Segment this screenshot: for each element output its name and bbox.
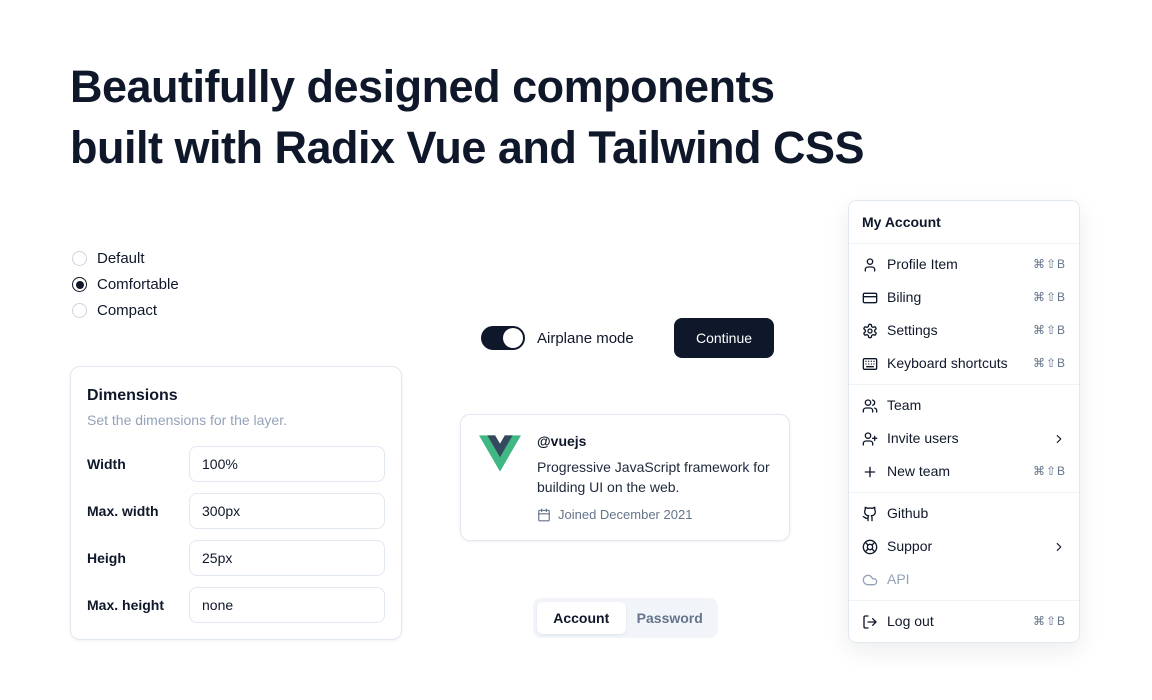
life-buoy-icon <box>862 539 878 555</box>
menu-item-label: New team <box>887 463 951 479</box>
radio-circle-icon <box>72 303 87 318</box>
tab-password[interactable]: Password <box>626 602 715 634</box>
joined-text: Joined December 2021 <box>558 507 693 522</box>
menu-item-settings[interactable]: Settings ⌘⇧B <box>853 314 1075 347</box>
menu-item-label: Github <box>887 505 929 521</box>
menu-separator <box>849 600 1079 601</box>
menu-item-shortcut: ⌘⇧B <box>1032 257 1066 271</box>
menu-item-support[interactable]: Suppor <box>853 530 1075 563</box>
menu-item-shortcut: ⌘⇧B <box>1032 356 1066 370</box>
calendar-icon <box>538 508 550 521</box>
radio-circle-icon <box>72 277 87 292</box>
tabs-list: Account Password <box>533 598 718 638</box>
menu-separator <box>849 384 1079 385</box>
tab-account[interactable]: Account <box>537 602 626 634</box>
airplane-mode-switch[interactable] <box>481 326 525 350</box>
menu-item-keyboard-shortcuts[interactable]: Keyboard shortcuts ⌘⇧B <box>853 347 1075 380</box>
menu-item-label: Invite users <box>887 430 959 446</box>
radio-option-comfortable[interactable]: Comfortable <box>72 276 179 293</box>
menu-item-billing[interactable]: Biling ⌘⇧B <box>853 281 1075 314</box>
vuejs-hover-card: @vuejs Progressive JavaScript framework … <box>460 414 790 541</box>
menu-item-shortcut: ⌘⇧B <box>1032 464 1066 478</box>
switch-knob <box>503 328 523 348</box>
dimension-row-height: Heigh <box>87 540 385 576</box>
menu-item-invite-users[interactable]: Invite users <box>853 422 1075 455</box>
dimension-row-max-height: Max. height <box>87 587 385 623</box>
menu-item-shortcut: ⌘⇧B <box>1032 614 1066 628</box>
radio-circle-icon <box>72 251 87 266</box>
menu-separator <box>849 492 1079 493</box>
dimension-row-width: Width <box>87 446 385 482</box>
menu-item-label: API <box>887 571 910 587</box>
dimension-row-max-width: Max. width <box>87 493 385 529</box>
page-title-line1: Beautifully designed components <box>70 61 775 112</box>
cloud-icon <box>862 572 878 588</box>
menu-item-new-team[interactable]: New team ⌘⇧B <box>853 455 1075 488</box>
chevron-right-icon <box>1052 432 1066 446</box>
field-label: Max. width <box>87 503 159 519</box>
credit-card-icon <box>862 290 878 306</box>
field-label: Heigh <box>87 550 126 566</box>
users-icon <box>862 398 878 414</box>
radio-option-default[interactable]: Default <box>72 250 179 267</box>
dimensions-subtitle: Set the dimensions for the layer. <box>87 412 287 428</box>
hover-card-body: @vuejs Progressive JavaScript framework … <box>537 433 771 522</box>
menu-item-shortcut: ⌘⇧B <box>1032 290 1066 304</box>
page-title-line2: built with Radix Vue and Tailwind CSS <box>70 122 865 173</box>
dimensions-fields: Width Max. width Heigh Max. height <box>87 446 385 623</box>
radio-option-compact[interactable]: Compact <box>72 302 179 319</box>
menu-item-shortcut: ⌘⇧B <box>1032 323 1066 337</box>
max-height-field[interactable] <box>189 587 385 623</box>
max-width-field[interactable] <box>189 493 385 529</box>
menu-item-profile[interactable]: Profile Item ⌘⇧B <box>853 248 1075 281</box>
menu-item-log-out[interactable]: Log out ⌘⇧B <box>853 605 1075 638</box>
menu-separator <box>849 243 1079 244</box>
airplane-mode-label: Airplane mode <box>537 329 634 347</box>
vue-logo-icon <box>479 435 521 472</box>
menu-item-api: API <box>853 563 1075 596</box>
menu-item-github[interactable]: Github <box>853 497 1075 530</box>
menu-item-team[interactable]: Team <box>853 389 1075 422</box>
menu-item-label: Profile Item <box>887 256 958 272</box>
height-field[interactable] <box>189 540 385 576</box>
log-out-icon <box>862 614 878 630</box>
user-icon <box>862 257 878 273</box>
field-label: Max. height <box>87 597 165 613</box>
field-label: Width <box>87 456 126 472</box>
width-field[interactable] <box>189 446 385 482</box>
github-icon <box>862 506 878 522</box>
user-plus-icon <box>862 431 878 447</box>
menu-item-label: Keyboard shortcuts <box>887 355 1008 371</box>
page-title: Beautifully designed components built wi… <box>70 56 865 178</box>
radio-group: Default Comfortable Compact <box>72 250 179 319</box>
menu-title: My Account <box>862 214 941 230</box>
menu-item-label: Suppor <box>887 538 933 554</box>
account-dropdown-menu: My Account Profile Item ⌘⇧B Biling ⌘⇧B S… <box>848 200 1080 643</box>
radio-option-label: Compact <box>97 302 158 319</box>
joined-row: Joined December 2021 <box>537 507 771 522</box>
dimensions-card: Dimensions Set the dimensions for the la… <box>70 366 402 640</box>
vuejs-description: Progressive JavaScript framework for bui… <box>537 459 770 495</box>
radio-option-label: Comfortable <box>97 276 179 293</box>
menu-item-label: Settings <box>887 322 938 338</box>
plus-icon <box>862 464 878 480</box>
vuejs-handle: @vuejs <box>537 433 587 449</box>
chevron-right-icon <box>1052 540 1066 554</box>
menu-item-label: Biling <box>887 289 922 305</box>
continue-button[interactable]: Continue <box>674 318 775 358</box>
menu-item-label: Log out <box>887 613 934 629</box>
keyboard-icon <box>862 356 878 372</box>
gear-icon <box>862 323 878 339</box>
radio-option-label: Default <box>97 250 145 267</box>
airplane-mode-row: Airplane mode <box>481 326 634 350</box>
menu-item-label: Team <box>887 397 922 413</box>
dimensions-title: Dimensions <box>87 387 178 404</box>
